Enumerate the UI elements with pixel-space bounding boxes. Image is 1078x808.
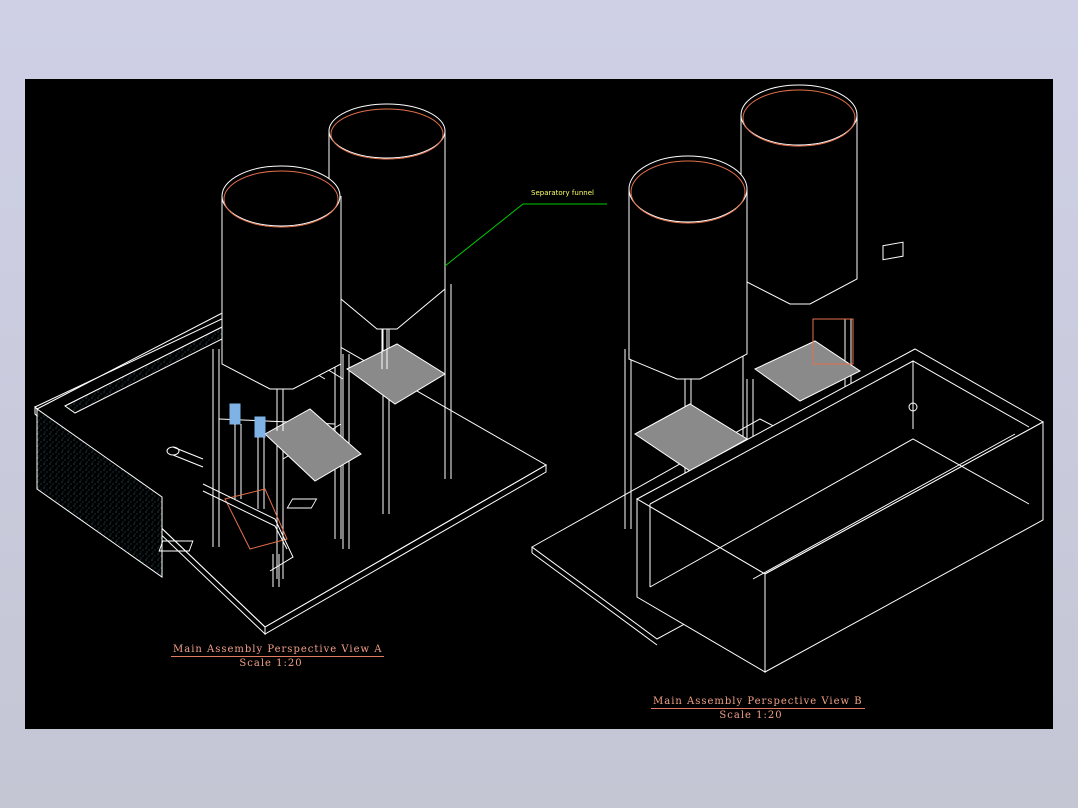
view-b-silo-2 — [740, 84, 861, 519]
view-a-pump-assembly — [166, 403, 294, 587]
view-a-silo-2-platform — [346, 343, 446, 405]
view-a-silo-1 — [221, 165, 342, 431]
view-a-scale: Scale 1:20 — [239, 658, 303, 669]
callout-leader — [444, 203, 607, 267]
drawing-canvas — [34, 84, 1045, 673]
view-b-scale: Scale 1:20 — [719, 710, 783, 721]
view-b-drawing — [531, 84, 1045, 673]
view-a-silo-1-platform — [264, 408, 362, 482]
view-a-title-block: Main Assembly Perspective View A Scale 1… — [171, 644, 385, 669]
callout-label: Separatory funnel — [531, 189, 594, 197]
view-a-silo-2 — [328, 103, 446, 369]
view-a-title: Main Assembly Perspective View A — [171, 644, 385, 657]
view-a-silo-2-legs — [158, 284, 452, 552]
view-b-tank — [635, 241, 1045, 673]
cad-viewport[interactable]: Separatory funnel Main Assembly Perspect… — [25, 79, 1053, 729]
view-b-title-block: Main Assembly Perspective View B Scale 1… — [651, 696, 865, 721]
view-b-title: Main Assembly Perspective View B — [651, 696, 865, 709]
view-a-base-slab — [34, 300, 548, 636]
view-a-drawing — [34, 103, 548, 636]
